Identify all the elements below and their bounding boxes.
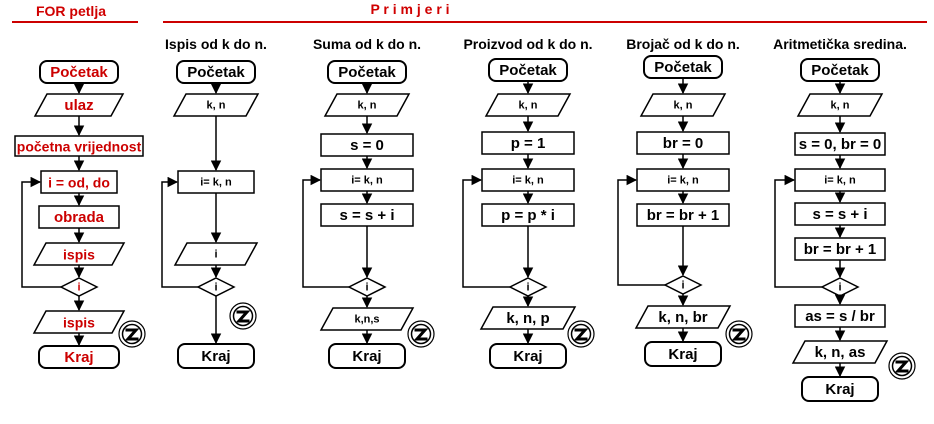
section-title-examples: P r i m j e r i <box>370 1 449 17</box>
aritmeticka-node-7: as = s / br <box>805 308 875 325</box>
proizvod-node-7: Kraj <box>513 348 542 365</box>
brojac-node-7: Kraj <box>668 346 697 363</box>
io-shape <box>32 242 126 266</box>
proizvod-loop-back <box>462 174 510 288</box>
for-node-0: Početak <box>50 64 108 81</box>
brojac-node-2: br = 0 <box>663 135 703 152</box>
suma-node-5: i <box>365 282 368 294</box>
ispis-loop-back <box>161 176 198 288</box>
flowchart-title-suma: Suma od k do n. <box>313 36 421 52</box>
for-node-8: Kraj <box>64 349 93 366</box>
flowchart-proizvod: Početak k, n p = 1 i= k, n p = p * i i k, n, p… <box>462 58 595 369</box>
brojac-loop-back <box>617 174 665 286</box>
suma-node-1: k, n <box>358 100 377 112</box>
ispis-node-0: Početak <box>187 64 245 81</box>
aritmeticka-node-2: s = 0, br = 0 <box>799 136 882 153</box>
proizvod-node-0: Početak <box>499 62 557 79</box>
logo-z-mark <box>731 328 747 341</box>
io-shape <box>32 310 126 334</box>
io-shape <box>484 93 572 117</box>
io-shape <box>479 306 577 330</box>
io-shape <box>172 93 260 117</box>
logo-z-mark <box>573 328 589 341</box>
flowchart-logo-icon <box>725 320 753 348</box>
aritmeticka-node-6: i <box>838 282 841 294</box>
aritmeticka-node-3: i= k, n <box>824 175 856 187</box>
flowchart-logo-icon <box>118 320 146 348</box>
flowchart-aritmeticka: Početak k, n s = 0, br = 0 i= k, n s = s + i… <box>774 58 916 402</box>
brojac-node-6: k, n, br <box>658 309 707 326</box>
io-shape <box>639 93 727 117</box>
logo-z-mark <box>124 328 140 341</box>
brojac-node-5: i <box>681 280 684 292</box>
proizvod-node-5: i <box>526 282 529 294</box>
for-node-5: ispis <box>63 247 95 263</box>
brojac-node-3: i= k, n <box>667 175 699 187</box>
ispis-node-2: i= k, n <box>200 177 232 189</box>
flowchart-suma: Početak k, n s = 0 i= k, n s = s + i i k,n,sKr… <box>302 60 435 369</box>
for-node-4: obrada <box>54 209 105 226</box>
flowchart-logo-icon <box>888 352 916 380</box>
io-shape <box>796 93 884 117</box>
flowchart-logo-icon <box>229 302 257 330</box>
aritmeticka-node-5: br = br + 1 <box>804 241 877 258</box>
proizvod-node-2: p = 1 <box>511 135 546 152</box>
io-shape <box>319 307 415 331</box>
section-title-for-loop: FOR petlja <box>36 3 106 19</box>
aritmeticka-node-0: Početak <box>811 62 869 79</box>
proizvod-node-1: k, n <box>519 100 538 112</box>
io-shape <box>323 93 411 117</box>
suma-node-0: Početak <box>338 64 396 81</box>
ispis-node-1: k, n <box>207 100 226 112</box>
for-node-3: i = od, do <box>48 175 110 191</box>
ispis-node-5: Kraj <box>201 348 230 365</box>
aritmeticka-node-1: k, n <box>831 100 850 112</box>
ispis-node-3: i <box>214 249 217 261</box>
proizvod-node-3: i= k, n <box>512 175 544 187</box>
aritmeticka-node-8: k, n, as <box>815 344 866 361</box>
io-shape <box>173 242 259 266</box>
logo-z-mark <box>413 328 429 341</box>
brojac-node-4: br = br + 1 <box>647 207 720 224</box>
proizvod-node-6: k, n, p <box>506 310 549 327</box>
suma-node-3: i= k, n <box>351 175 383 187</box>
aritmeticka-loop-back <box>774 174 822 288</box>
flowchart-logo-icon <box>407 320 435 348</box>
flowchart-title-ispis: Ispis od k do n. <box>165 36 267 52</box>
suma-node-7: Kraj <box>352 348 381 365</box>
proizvod-node-4: p = p * i <box>501 207 555 224</box>
suma-node-2: s = 0 <box>350 137 384 154</box>
suma-node-4: s = s + i <box>339 207 394 224</box>
flowchart-brojac: Početak k, n br = 0 i= k, n br = br + 1 i k, n… <box>617 55 753 367</box>
brojac-node-1: k, n <box>674 100 693 112</box>
for-node-6: i <box>77 282 80 294</box>
suma-loop-back <box>302 174 349 288</box>
logo-z-mark <box>894 360 910 373</box>
for-node-7: ispis <box>63 315 95 331</box>
aritmeticka-node-9: Kraj <box>825 381 854 398</box>
flowchart-title-brojac: Brojač od k do n. <box>626 36 740 52</box>
flowchart-title-aritmeticka: Aritmetička sredina. <box>773 36 907 52</box>
io-shape <box>33 93 125 117</box>
for-node-1: ulaz <box>64 97 93 114</box>
io-shape <box>634 305 732 329</box>
logo-z-mark <box>235 310 251 323</box>
ispis-node-4: i <box>214 282 217 294</box>
flowchart-logo-icon <box>567 320 595 348</box>
aritmeticka-node-4: s = s + i <box>812 206 867 223</box>
suma-node-6: k,n,s <box>354 314 379 326</box>
brojac-node-0: Početak <box>654 59 712 76</box>
flowchart-for: Početak ulaz početna vrijednost i = od, do o… <box>14 60 146 369</box>
for-node-2: početna vrijednost <box>17 139 142 155</box>
for-loop-back <box>21 176 61 288</box>
io-shape <box>791 340 889 364</box>
flowchart-title-proizvod: Proizvod od k do n. <box>463 36 592 52</box>
